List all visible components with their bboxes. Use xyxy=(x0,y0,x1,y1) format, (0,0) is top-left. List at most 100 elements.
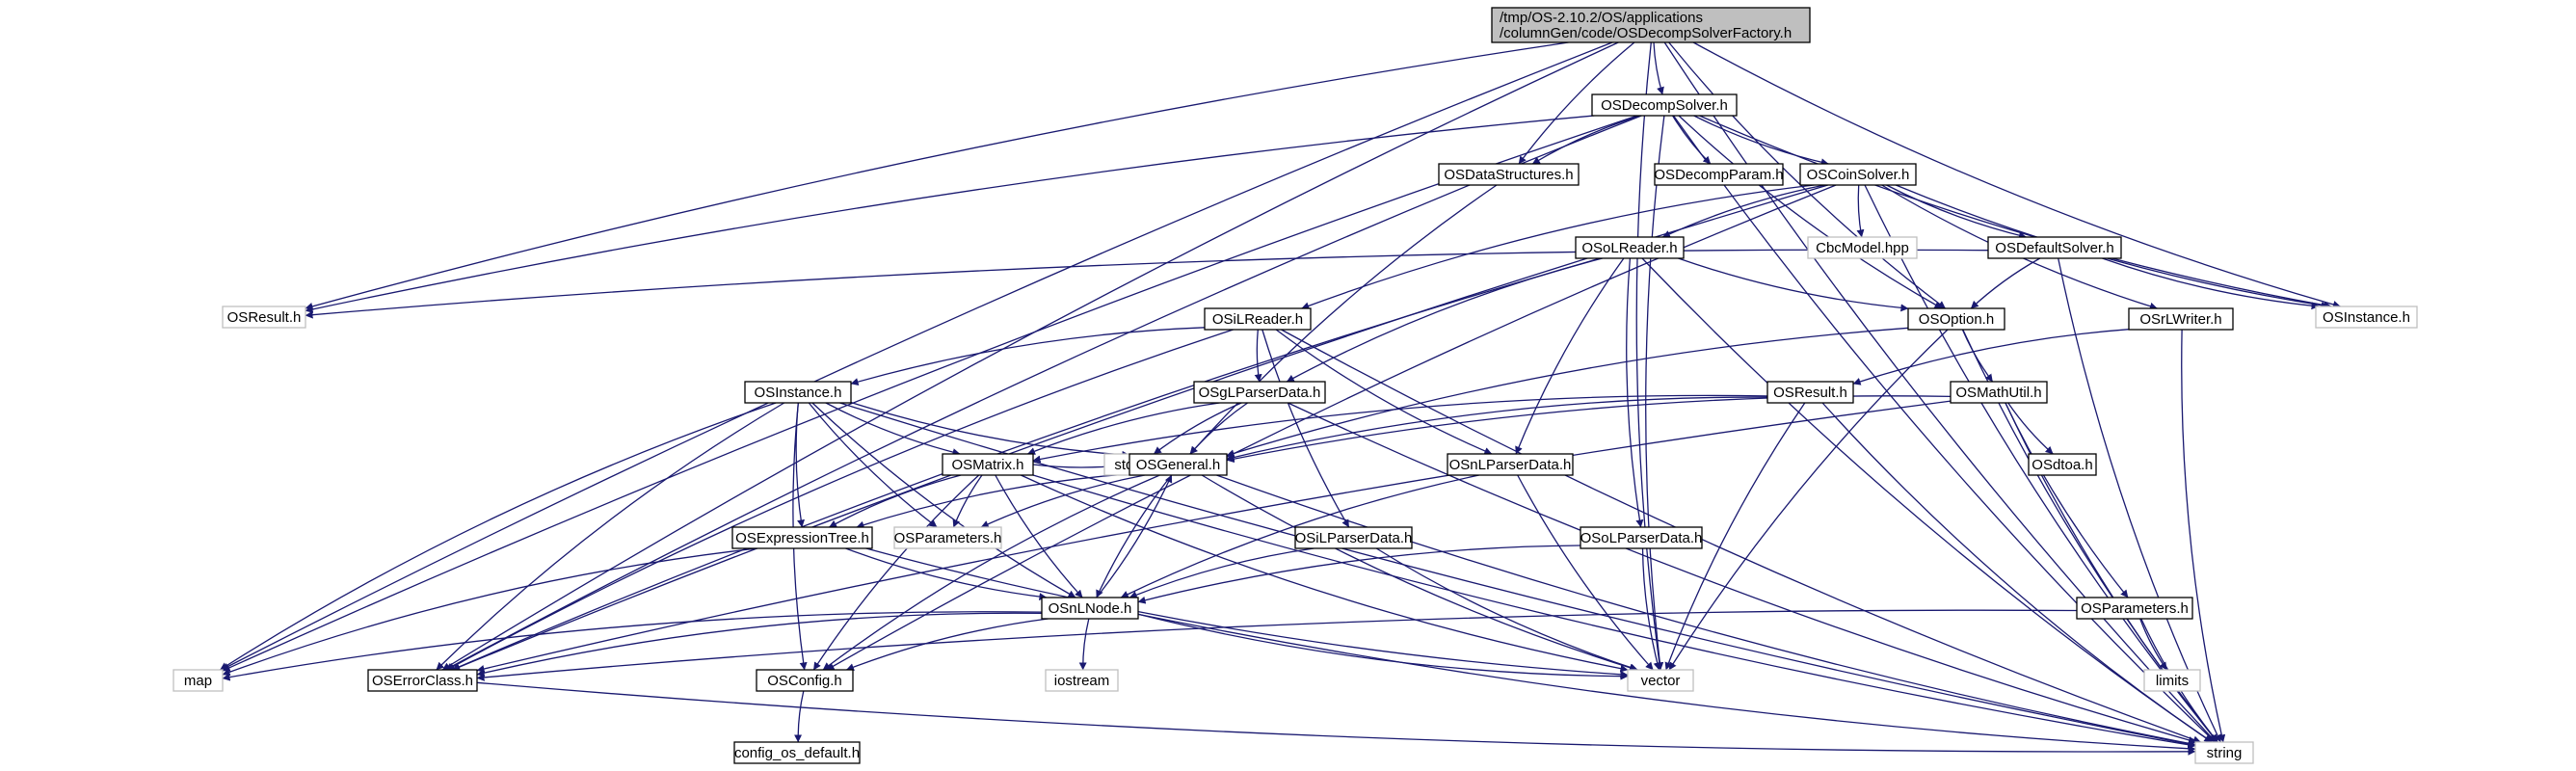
node-osgeneral[interactable]: OSGeneral.h xyxy=(1129,453,1228,476)
node-box-coinsolver[interactable] xyxy=(1799,163,1917,186)
edge-osmatrix-to-string xyxy=(1032,474,2196,749)
node-osmatrix[interactable]: OSMatrix.h xyxy=(942,453,1034,476)
edge-oslreader-to-osnlparserdata xyxy=(1515,257,1625,455)
edge-defaultsolver-to-osoption xyxy=(1970,257,2041,309)
edge-decompsolver-to-oserrorclass xyxy=(444,115,1642,671)
node-box-map xyxy=(173,669,224,692)
node-limits: limits xyxy=(2143,669,2201,692)
edge-root-to-datastructures xyxy=(1518,41,1635,165)
node-box-oslreader[interactable] xyxy=(1575,236,1685,259)
node-label-config_os_default: config_os_default.h xyxy=(734,745,860,761)
node-box-osrlwriter[interactable] xyxy=(2128,307,2234,331)
node-box-osgeneral[interactable] xyxy=(1129,453,1228,476)
node-osresult[interactable]: OSResult.h xyxy=(1766,381,1854,404)
node-osinstance[interactable]: OSInstance.h xyxy=(744,381,852,404)
node-box-osexpressiontree[interactable] xyxy=(731,526,873,549)
node-box-osparameters[interactable] xyxy=(2076,597,2193,620)
node-osdtoa[interactable]: OSdtoa.h xyxy=(2028,453,2097,476)
node-box-datastructures[interactable] xyxy=(1438,163,1580,186)
node-label-osparameters_ext: OSParameters.h xyxy=(894,530,1002,546)
edge-root-to-string xyxy=(1663,41,2217,743)
edge-osinstance-to-oserrorclass xyxy=(436,402,785,671)
node-label-oslreader: OSoLReader.h xyxy=(1581,240,1677,256)
node-label-oserrorclass: OSErrorClass.h xyxy=(372,673,473,689)
node-string: string xyxy=(2194,741,2254,764)
node-oslreader[interactable]: OSoLReader.h xyxy=(1575,236,1685,259)
node-osilparserdata[interactable]: OSiLParserData.h xyxy=(1294,526,1413,549)
edge-decompsolver-to-osoption xyxy=(1678,115,1943,309)
node-box-osnlnode[interactable] xyxy=(1041,597,1139,620)
node-decompparam[interactable]: OSDecompParam.h xyxy=(1654,163,1784,186)
node-datastructures[interactable]: OSDataStructures.h xyxy=(1438,163,1580,186)
node-label-osilreader: OSiLReader.h xyxy=(1212,311,1303,328)
node-osconfig[interactable]: OSConfig.h xyxy=(756,669,854,692)
edge-coinsolver-to-cbcmodel xyxy=(1856,184,1865,238)
node-osexpressiontree[interactable]: OSExpressionTree.h xyxy=(731,526,873,549)
edge-osmatrix-to-osexpressiontree xyxy=(829,474,962,528)
edge-osgeneral-to-osparameters_ext xyxy=(980,474,1146,528)
node-box-defaultsolver[interactable] xyxy=(1987,236,2122,259)
node-label-osnlparserdata: OSnLParserData.h xyxy=(1449,457,1572,473)
edge-osnlnode-to-osconfig xyxy=(846,618,1049,671)
node-label-defaultsolver: OSDefaultSolver.h xyxy=(1995,240,2113,256)
node-osnlnode[interactable]: OSnLNode.h xyxy=(1041,597,1139,620)
node-box-osolparserdata[interactable] xyxy=(1580,526,1703,549)
node-label-iostream: iostream xyxy=(1054,673,1110,689)
node-label-vector: vector xyxy=(1641,673,1681,689)
node-label-osrlwriter: OSrLWriter.h xyxy=(2139,311,2221,328)
node-box-decompparam[interactable] xyxy=(1654,163,1784,186)
edge-decompsolver-to-string xyxy=(1672,115,2216,743)
node-box-oserrorclass[interactable] xyxy=(367,669,478,692)
edge-decompsolver-to-osresult_top xyxy=(305,115,1595,313)
node-osglparserdata[interactable]: OSgLParserData.h xyxy=(1193,381,1326,404)
node-oserrorclass[interactable]: OSErrorClass.h xyxy=(367,669,478,692)
node-box-osoption[interactable] xyxy=(1907,307,2005,331)
node-box-osilparserdata[interactable] xyxy=(1294,526,1413,549)
node-defaultsolver[interactable]: OSDefaultSolver.h xyxy=(1987,236,2122,259)
node-osparameters[interactable]: OSParameters.h xyxy=(2076,597,2193,620)
node-osmathutil[interactable]: OSMathUtil.h xyxy=(1950,381,2048,404)
dependency-nodes: /tmp/OS-2.10.2/OS/applications/columnGen… xyxy=(173,7,2418,764)
node-box-osilreader[interactable] xyxy=(1204,307,1312,331)
node-label-cbcmodel: CbcModel.hpp xyxy=(1816,240,1909,256)
edge-decompsolver-to-coinsolver xyxy=(1693,115,1829,167)
node-osrlwriter[interactable]: OSrLWriter.h xyxy=(2128,307,2234,331)
node-box-osresult[interactable] xyxy=(1766,381,1854,404)
node-box-osmatrix[interactable] xyxy=(942,453,1034,476)
edge-osilreader-to-osglparserdata xyxy=(1254,329,1262,383)
node-box-osconfig[interactable] xyxy=(756,669,854,692)
node-box-osinstance[interactable] xyxy=(744,381,852,404)
node-label-osresult_top: OSResult.h xyxy=(227,309,302,326)
edge-osnlnode-to-oserrorclass xyxy=(476,612,1043,678)
edge-osgeneral-to-vector xyxy=(1201,474,1637,672)
node-box-osdtoa[interactable] xyxy=(2028,453,2097,476)
node-config_os_default[interactable]: config_os_default.h xyxy=(733,741,861,764)
node-osilreader[interactable]: OSiLReader.h xyxy=(1204,307,1312,331)
node-box-osglparserdata[interactable] xyxy=(1193,381,1326,404)
node-osinstance_top: OSInstance.h xyxy=(2315,306,2418,329)
node-coinsolver[interactable]: OSCoinSolver.h xyxy=(1799,163,1917,186)
node-root[interactable]: /tmp/OS-2.10.2/OS/applications/columnGen… xyxy=(1491,7,1811,43)
node-box-config_os_default[interactable] xyxy=(733,741,861,764)
node-osolparserdata[interactable]: OSoLParserData.h xyxy=(1580,526,1703,549)
node-label-osdtoa: OSdtoa.h xyxy=(2032,457,2092,473)
edge-root-to-osinstance_top xyxy=(1692,41,2341,308)
node-box-osmathutil[interactable] xyxy=(1950,381,2048,404)
node-osoption[interactable]: OSOption.h xyxy=(1907,307,2005,331)
node-label-osgeneral: OSGeneral.h xyxy=(1136,457,1221,473)
edge-osnlparserdata-to-osnlnode xyxy=(1120,474,1479,598)
node-box-osnlparserdata[interactable] xyxy=(1447,453,1574,476)
node-box-iostream xyxy=(1045,669,1119,692)
node-osnlparserdata[interactable]: OSnLParserData.h xyxy=(1447,453,1574,476)
node-box-root[interactable] xyxy=(1491,7,1811,43)
edge-root-to-vector xyxy=(1635,41,1663,671)
node-box-decompsolver[interactable] xyxy=(1591,93,1738,117)
edge-oslreader-to-osoption xyxy=(1678,257,1909,312)
node-label-osinstance: OSInstance.h xyxy=(755,385,842,401)
node-label-root: /tmp/OS-2.10.2/OS/applications xyxy=(1500,10,1703,26)
node-decompsolver[interactable]: OSDecompSolver.h xyxy=(1591,93,1738,117)
edge-osolparserdata-to-osnlnode xyxy=(1137,545,1581,604)
node-label-osolparserdata: OSoLParserData.h xyxy=(1580,530,1703,546)
node-label-root: /columnGen/code/OSDecompSolverFactory.h xyxy=(1500,25,1792,41)
node-box-cbcmodel xyxy=(1807,236,1918,259)
